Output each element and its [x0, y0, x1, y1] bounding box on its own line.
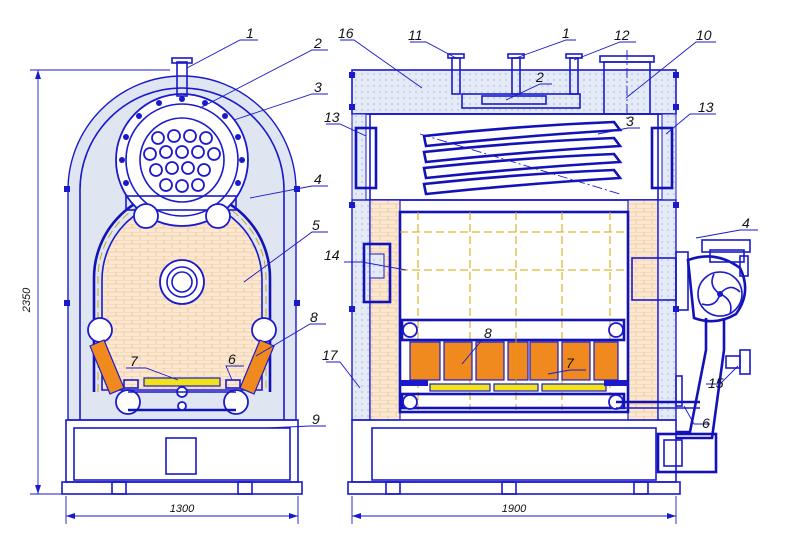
dimension-side-width: 1900 [351, 496, 677, 524]
upper-right-header [205, 203, 231, 229]
front-leaders [126, 39, 328, 429]
front-burner-bar [143, 377, 221, 387]
side-label-10: 10 [696, 27, 712, 43]
height-dimension-text: 2350 [21, 287, 33, 313]
side-grate-blocks [409, 341, 619, 381]
side-drum [369, 113, 659, 201]
lower-left-header [115, 389, 141, 415]
front-label-6: 6 [228, 351, 236, 367]
side-burner-left [429, 383, 491, 392]
front-label-2: 2 [313, 35, 322, 51]
upper-left-header [133, 203, 159, 229]
front-label-3: 3 [314, 79, 322, 95]
front-view [61, 57, 303, 495]
drum-flange-bolts [119, 96, 245, 186]
front-label-1: 1 [246, 25, 254, 41]
side-label-7: 7 [566, 355, 575, 371]
top-manifold [461, 93, 581, 109]
side-label-13-right: 13 [698, 99, 714, 115]
dimension-front-width: 1300 [65, 496, 299, 524]
side-label-8: 8 [484, 325, 492, 341]
side-label-6: 6 [702, 415, 710, 431]
side-view [347, 50, 751, 495]
side-label-4: 4 [742, 215, 750, 231]
side-label-11: 11 [408, 27, 423, 43]
dimension-height: 2350 [21, 69, 170, 495]
front-label-4: 4 [314, 171, 322, 187]
lower-right-header [223, 389, 249, 415]
side-label-1: 1 [562, 25, 570, 41]
front-base-inspection-port [165, 437, 197, 475]
front-label-7: 7 [130, 353, 139, 369]
side-label-12: 12 [614, 27, 630, 43]
front-callouts: 1 2 3 4 5 8 9 6 7 [130, 25, 322, 427]
side-label-16: 16 [338, 25, 354, 41]
upper-drum [115, 93, 249, 227]
side-callouts: 16 11 1 12 10 2 13 3 13 4 14 8 17 7 15 6 [322, 25, 750, 431]
front-base-frame [65, 419, 299, 483]
side-leaders [326, 39, 758, 425]
side-label-13-left: 13 [324, 109, 340, 125]
side-furnace-chamber [398, 210, 630, 414]
front-label-5: 5 [312, 217, 320, 233]
side-base-frame [351, 419, 677, 483]
front-width-dimension-text: 1300 [170, 503, 195, 515]
mid-left-header [87, 317, 113, 343]
convective-coil [419, 120, 623, 196]
side-width-dimension-text: 1900 [502, 503, 527, 515]
side-label-14: 14 [324, 247, 340, 263]
front-top-nozzle [176, 61, 188, 97]
side-label-15: 15 [708, 375, 724, 391]
side-label-3: 3 [626, 113, 634, 129]
front-label-8: 8 [310, 309, 318, 325]
side-label-2: 2 [535, 69, 544, 85]
side-label-17: 17 [322, 347, 339, 363]
side-burner-right [541, 383, 607, 392]
mid-right-header [251, 317, 277, 343]
blower-fan [631, 239, 751, 474]
observation-window [362, 242, 392, 304]
fire-tubes [143, 129, 221, 193]
top-insulation [351, 69, 677, 115]
front-label-9: 9 [312, 411, 320, 427]
